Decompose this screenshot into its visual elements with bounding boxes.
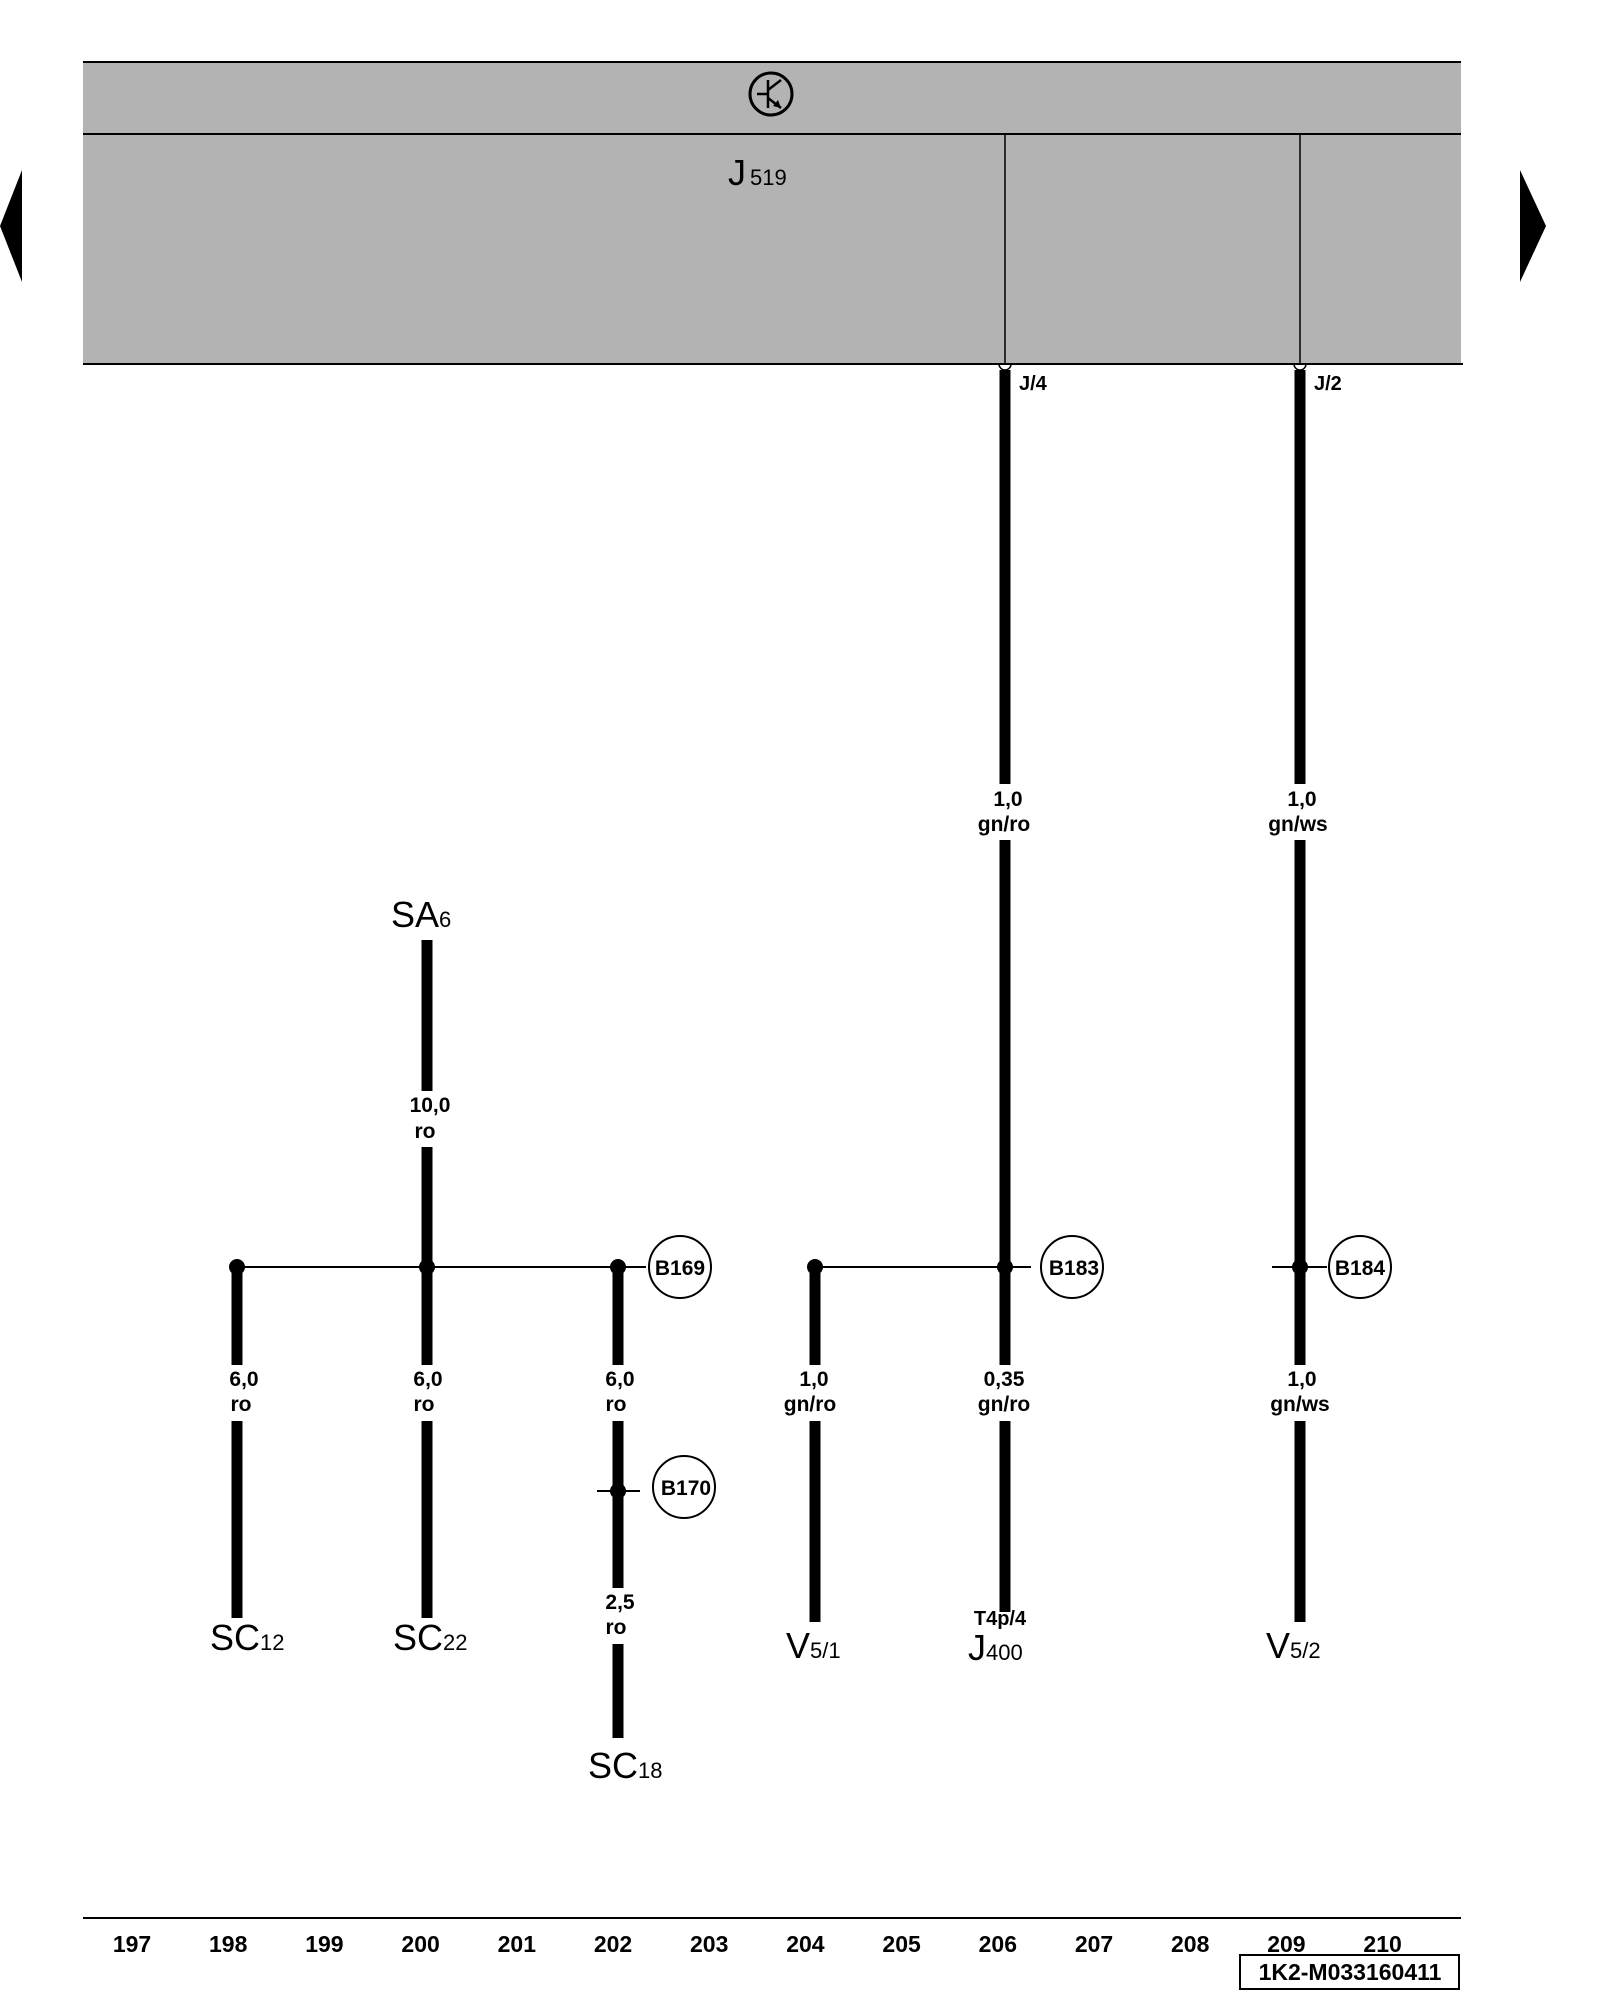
junction-dots <box>229 1259 1308 1499</box>
column-number: 200 <box>401 1931 439 1957</box>
svg-text:6,0: 6,0 <box>605 1368 634 1391</box>
terminal-sa6: SA6 <box>391 894 451 935</box>
svg-text:ro: ro <box>606 1393 627 1416</box>
svg-text:1,0: 1,0 <box>1287 788 1316 811</box>
wire-label-j2-upper: 1,0 gn/ws <box>1262 784 1338 840</box>
svg-text:ro: ro <box>414 1393 435 1416</box>
junction-b170[interactable]: B170 <box>652 1455 716 1519</box>
wire-label-sc18: 2,5 ro <box>596 1588 642 1644</box>
column-number: 199 <box>305 1931 343 1957</box>
wire-label-sc12: 6,0 ro <box>215 1365 261 1421</box>
column-number: 207 <box>1075 1931 1113 1957</box>
terminal-j400: J400 <box>968 1627 1023 1668</box>
terminal-v52: V5/2 <box>1266 1625 1321 1666</box>
wire-label-j4-upper: 1,0 gn/ro <box>972 784 1038 840</box>
svg-text:1,0: 1,0 <box>993 788 1022 811</box>
junction-b184[interactable]: B184 <box>1328 1235 1392 1299</box>
terminal-sc18: SC18 <box>588 1745 663 1786</box>
svg-text:gn/ws: gn/ws <box>1268 813 1328 836</box>
terminal-j400-pin: T4p/4 <box>974 1608 1027 1630</box>
column-number: 197 <box>113 1931 151 1957</box>
svg-text:B170: B170 <box>661 1477 711 1500</box>
svg-text:ro: ro <box>415 1120 436 1143</box>
column-number: 205 <box>882 1931 921 1957</box>
svg-text:6,0: 6,0 <box>413 1368 442 1391</box>
column-number: 202 <box>594 1931 632 1957</box>
column-number: 210 <box>1363 1931 1401 1957</box>
prev-page-arrow-icon[interactable] <box>0 170 22 282</box>
column-number: 209 <box>1267 1931 1305 1957</box>
footer-code-box: 1K2-M033160411 <box>1239 1954 1460 1990</box>
transistor-symbol-icon <box>748 71 794 117</box>
junction-b169[interactable]: B169 <box>648 1235 712 1299</box>
svg-text:ro: ro <box>231 1393 252 1416</box>
svg-text:1,0: 1,0 <box>799 1368 828 1391</box>
wire-label-j400: 0,35 gn/ro <box>970 1365 1040 1421</box>
terminal-sc12: SC12 <box>210 1617 285 1658</box>
next-page-arrow-icon[interactable] <box>1520 170 1546 282</box>
column-number: 201 <box>498 1931 537 1957</box>
column-number: 203 <box>690 1931 728 1957</box>
svg-text:6,0: 6,0 <box>229 1368 258 1391</box>
wires <box>231 370 1306 1738</box>
pin-j4-label: J/4 <box>1019 373 1048 395</box>
wire-label-v52: 1,0 gn/ws <box>1264 1365 1340 1421</box>
svg-text:0,35: 0,35 <box>984 1368 1025 1391</box>
wire-label-sc22: 6,0 ro <box>404 1365 450 1421</box>
svg-text:2,5: 2,5 <box>605 1591 635 1614</box>
column-number: 206 <box>979 1931 1017 1957</box>
svg-text:1K2-M033160411: 1K2-M033160411 <box>1259 1959 1442 1985</box>
svg-text:10,0: 10,0 <box>410 1094 451 1117</box>
column-ruler: 197 198 199 200 201 202 203 204 205 206 207 208 209 2… <box>113 1931 1402 1957</box>
junction-b183[interactable]: B183 <box>1040 1235 1104 1299</box>
column-number: 198 <box>209 1931 248 1957</box>
svg-text:B184: B184 <box>1335 1257 1386 1280</box>
terminal-v51: V5/1 <box>786 1625 841 1666</box>
svg-text:1,0: 1,0 <box>1287 1368 1316 1391</box>
terminal-sc22: SC22 <box>393 1617 468 1658</box>
column-number: 208 <box>1171 1931 1210 1957</box>
module-body <box>83 62 1461 364</box>
svg-text:B183: B183 <box>1049 1257 1099 1280</box>
column-number: 204 <box>786 1931 825 1957</box>
svg-text:gn/ro: gn/ro <box>978 813 1031 836</box>
svg-text:gn/ro: gn/ro <box>978 1393 1031 1416</box>
wire-label-v51: 1,0 gn/ro <box>778 1365 848 1421</box>
svg-text:ro: ro <box>606 1616 627 1639</box>
svg-text:B169: B169 <box>655 1257 705 1280</box>
svg-text:gn/ro: gn/ro <box>784 1393 837 1416</box>
svg-text:gn/ws: gn/ws <box>1270 1393 1330 1416</box>
wire-label-sa6: 10,0 ro <box>400 1091 456 1147</box>
wire-label-b169-down: 6,0 ro <box>596 1365 642 1421</box>
pin-j2-label: J/2 <box>1314 373 1342 395</box>
